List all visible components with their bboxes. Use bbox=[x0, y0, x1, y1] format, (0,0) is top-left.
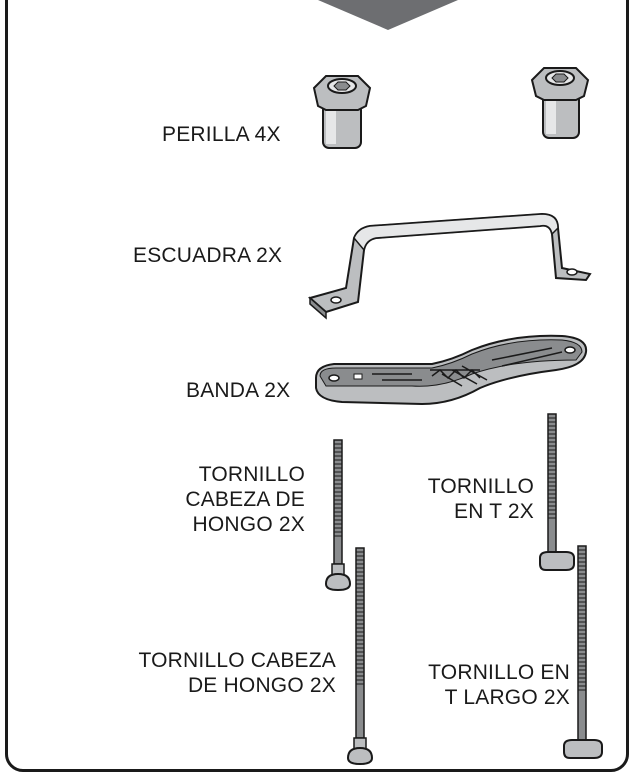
carriage-bolt-long-label: TORNILLO CABEZA DE HONGO 2X bbox=[120, 648, 336, 698]
label-line: TORNILLO EN bbox=[428, 661, 570, 684]
label-line: TORNILLO CABEZA bbox=[138, 649, 336, 672]
knob-label: PERILLA 4X bbox=[162, 123, 281, 146]
t-bolt-label: TORNILLO EN T 2X bbox=[410, 474, 534, 524]
down-arrow-icon bbox=[318, 0, 458, 30]
bracket-icon bbox=[307, 212, 592, 320]
t-bolt-icon bbox=[563, 545, 603, 759]
carriage-bolt-short-label: TORNILLO CABEZA DE HONGO 2X bbox=[150, 462, 305, 538]
label-line: HONGO 2X bbox=[192, 513, 305, 537]
label-line: EN T 2X bbox=[454, 500, 534, 524]
label-line: DE HONGO 2X bbox=[187, 674, 336, 698]
t-bolt-icon bbox=[539, 413, 575, 571]
parts-panel-frame bbox=[5, 0, 629, 772]
label-line: CABEZA DE bbox=[185, 488, 305, 512]
knob-icon bbox=[530, 67, 590, 139]
t-bolt-long-label: TORNILLO EN T LARGO 2X bbox=[410, 660, 570, 710]
carriage-bolt-icon bbox=[346, 547, 374, 766]
label-line: TORNILLO bbox=[198, 463, 305, 486]
label-line: T LARGO 2X bbox=[444, 686, 570, 710]
bracket-label: ESCUADRA 2X bbox=[133, 244, 283, 267]
strap-icon bbox=[315, 334, 588, 406]
knob-icon bbox=[312, 75, 372, 149]
label-line: TORNILLO bbox=[427, 475, 534, 498]
strap-label: BANDA 2X bbox=[186, 379, 291, 402]
carriage-bolt-icon bbox=[324, 439, 352, 592]
